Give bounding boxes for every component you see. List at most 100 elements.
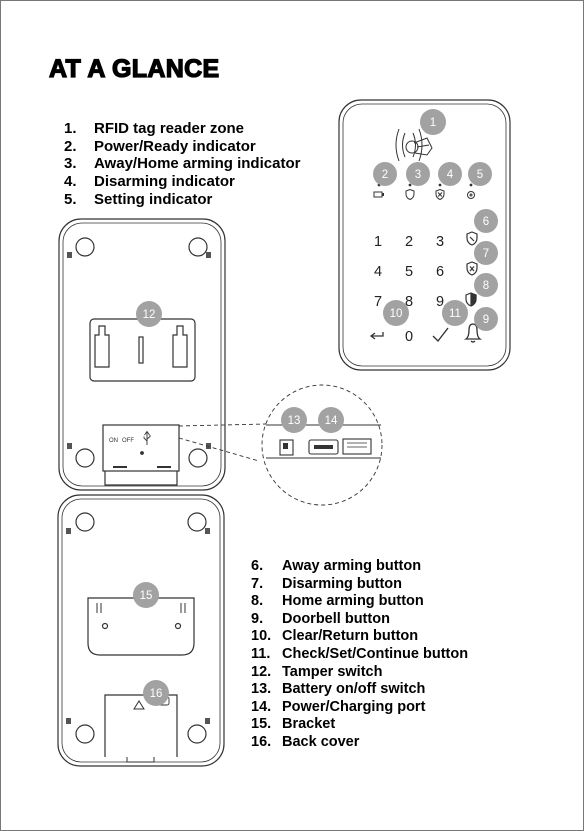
legend-label: Battery on/off switch bbox=[282, 681, 426, 698]
legend-number: 16. bbox=[251, 733, 272, 750]
legend-label: Power/Charging port bbox=[282, 698, 426, 715]
key-0[interactable]: 0 bbox=[405, 329, 413, 345]
legend-top: 1.RFID tag reader zone 2.Power/Ready ind… bbox=[64, 120, 300, 209]
legend-label: Bracket bbox=[282, 716, 336, 733]
disarming-led-icon bbox=[435, 183, 445, 201]
legend-label: Away arming button bbox=[282, 558, 422, 574]
bracket bbox=[87, 597, 195, 656]
callout-5: 5 bbox=[468, 162, 492, 186]
callout-9: 9 bbox=[474, 307, 498, 331]
key-2[interactable]: 2 bbox=[405, 234, 413, 250]
svg-text:3: 3 bbox=[415, 169, 421, 181]
legend-item: 14. Power/Charging port bbox=[251, 699, 468, 717]
svg-text:14: 14 bbox=[325, 415, 338, 427]
port-cover bbox=[102, 424, 180, 472]
page-title: AT A GLANCE bbox=[48, 54, 220, 83]
back-cover-outer-shell bbox=[57, 494, 225, 767]
screw-hole bbox=[75, 512, 95, 532]
svg-text:6: 6 bbox=[483, 216, 489, 228]
legend-number: 14. bbox=[251, 698, 272, 715]
legend-item: 3. Away/Home arming indicator bbox=[64, 155, 300, 173]
callouts: 1 2 3 4 5 6 7 8 9 10 11 12 13 14 15 16 bbox=[133, 109, 498, 706]
key-9[interactable]: 9 bbox=[436, 294, 444, 310]
legend-number: 7. bbox=[251, 575, 264, 592]
legend-label: Disarming button bbox=[282, 575, 403, 592]
bracket-clip bbox=[94, 325, 110, 368]
screw-hole bbox=[187, 724, 207, 744]
legend-bottom: 6.Away arming button 7.Disarming button … bbox=[251, 558, 468, 752]
legend-item: 5. Setting indicator bbox=[64, 191, 300, 209]
legend-item: 11. Check/Set/Continue button bbox=[251, 646, 468, 664]
callout-2: 2 bbox=[373, 162, 397, 186]
front-view bbox=[338, 99, 511, 371]
legend-label: Away/Home arming indicator bbox=[94, 155, 301, 173]
legend-number: 13. bbox=[251, 681, 272, 698]
callout-12: 12 bbox=[136, 301, 162, 327]
legend-item: 10.Clear/Return button bbox=[251, 628, 468, 646]
switch-on-label: ON bbox=[109, 438, 118, 444]
legend-label: Setting indicator bbox=[94, 190, 213, 208]
legend-label: Disarming indicator bbox=[94, 173, 235, 191]
svg-text:16: 16 bbox=[150, 688, 163, 700]
key-4[interactable]: 4 bbox=[374, 264, 382, 280]
legend-number: 5. bbox=[64, 190, 77, 208]
key-3[interactable]: 3 bbox=[436, 234, 444, 250]
key-7[interactable]: 7 bbox=[374, 294, 382, 310]
callout-6: 6 bbox=[474, 209, 498, 233]
back-cover-inner-shell bbox=[61, 498, 221, 763]
legend-number: 2. bbox=[64, 137, 77, 155]
return-arrow-icon bbox=[369, 332, 384, 340]
callout-7: 7 bbox=[474, 241, 498, 265]
legend-label: Doorbell button bbox=[282, 610, 390, 627]
screw-hole bbox=[75, 724, 95, 744]
legend-number: 15. bbox=[251, 716, 272, 733]
legend-number: 3. bbox=[64, 155, 77, 173]
screw-hole bbox=[187, 512, 207, 532]
svg-text:7: 7 bbox=[483, 248, 489, 260]
legend-item: 12.Tamper switch bbox=[251, 664, 468, 682]
callout-10: 10 bbox=[383, 300, 409, 326]
svg-text:12: 12 bbox=[143, 309, 156, 321]
battery-switch bbox=[279, 439, 294, 456]
svg-text:13: 13 bbox=[288, 415, 301, 427]
callout-11: 11 bbox=[442, 300, 468, 326]
back-outer-shell bbox=[58, 218, 226, 491]
legend-label: RFID tag reader zone bbox=[94, 120, 245, 137]
screw-hole bbox=[188, 448, 208, 468]
svg-text:10: 10 bbox=[390, 308, 403, 320]
legend-label: Check/Set/Continue button bbox=[282, 645, 469, 662]
svg-text:1: 1 bbox=[430, 117, 436, 129]
callout-16: 16 bbox=[143, 680, 169, 706]
legend-item: 7. Disarming button bbox=[251, 576, 468, 594]
connector bbox=[342, 438, 372, 455]
arming-led-icon bbox=[405, 183, 415, 201]
legend-label: Back cover bbox=[282, 733, 360, 750]
legend-item: 4. Disarming indicator bbox=[64, 173, 300, 191]
legend-number: 1. bbox=[64, 120, 77, 137]
svg-text:9: 9 bbox=[483, 314, 489, 326]
key-1[interactable]: 1 bbox=[374, 234, 382, 250]
legend-item: 6. Away arming button bbox=[251, 558, 468, 576]
legend-number: 11. bbox=[251, 645, 271, 662]
legend-label: Clear/Return button bbox=[282, 628, 419, 645]
legend-number: 12. bbox=[251, 663, 272, 680]
tamper-switch bbox=[138, 336, 144, 364]
key-6[interactable]: 6 bbox=[436, 264, 444, 280]
legend-item: 15. Bracket bbox=[251, 716, 468, 734]
svg-text:15: 15 bbox=[140, 590, 153, 602]
legend-number: 4. bbox=[64, 173, 77, 191]
zoom-circle bbox=[261, 384, 383, 506]
legend-item: 13. Battery on/off switch bbox=[251, 681, 468, 699]
legend-number: 6. bbox=[251, 558, 264, 574]
disarm-shield-icon bbox=[466, 261, 478, 276]
back-inner-shell bbox=[62, 222, 222, 487]
setting-led-icon bbox=[467, 183, 475, 199]
callout-3: 3 bbox=[406, 162, 430, 186]
key-5[interactable]: 5 bbox=[405, 264, 413, 280]
front-inner-shell bbox=[342, 103, 507, 367]
key-8[interactable]: 8 bbox=[405, 294, 413, 310]
legend-item: 1. RFID tag reader zone bbox=[64, 120, 300, 138]
callout-13: 13 bbox=[281, 407, 307, 433]
